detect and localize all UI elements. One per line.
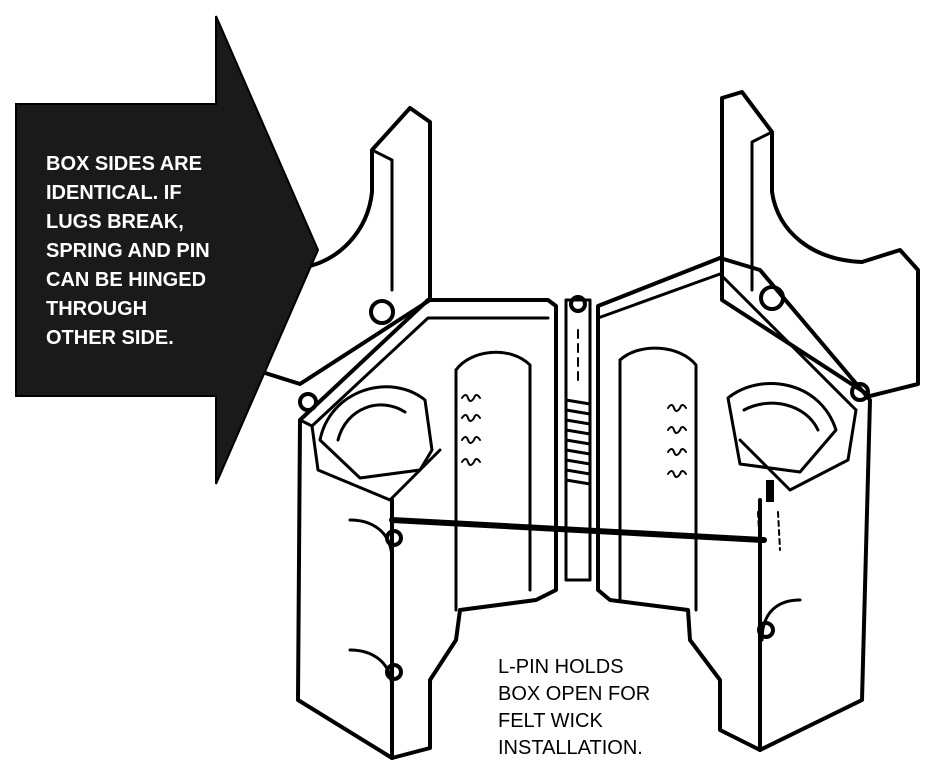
right-box-body bbox=[596, 256, 872, 752]
left-lug bbox=[260, 106, 432, 386]
l-pin-note: L-PIN HOLDS BOX OPEN FOR FELT WICK INSTA… bbox=[498, 656, 651, 759]
right-bearing-cavity bbox=[726, 382, 838, 474]
right-lug bbox=[720, 90, 920, 398]
callout-arrow bbox=[15, 15, 320, 485]
callout-label: BOX SIDES ARE IDENTICAL. IF LUGS BREAK, … bbox=[46, 153, 210, 349]
l-pin-rod bbox=[389, 517, 767, 543]
left-bearing-cavity bbox=[318, 385, 434, 480]
